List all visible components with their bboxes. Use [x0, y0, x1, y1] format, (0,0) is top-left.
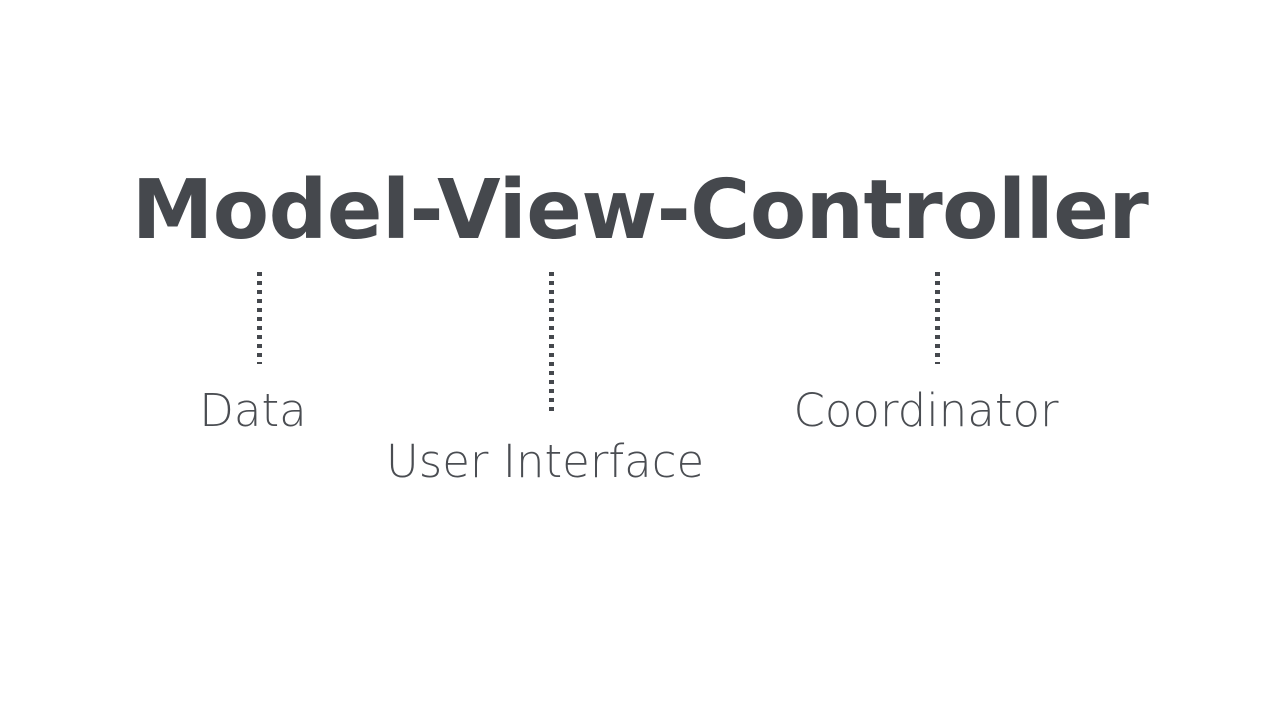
node-label-model-text: Data	[199, 384, 307, 437]
node-label-controller-text: Coordinator	[793, 384, 1059, 437]
node-label-view-text: User Interface	[385, 435, 705, 488]
node-label-view: User Interface	[386, 434, 863, 490]
page-title: Model-View-Controller	[131, 163, 1149, 258]
dotted-vertical-line-icon-controller	[935, 272, 940, 364]
node-label-controller: Coordinator	[793, 383, 1191, 439]
dotted-vertical-line-icon-view	[549, 272, 554, 416]
dotted-vertical-line-icon-model	[257, 272, 262, 364]
node-label-model: Data	[199, 383, 360, 439]
